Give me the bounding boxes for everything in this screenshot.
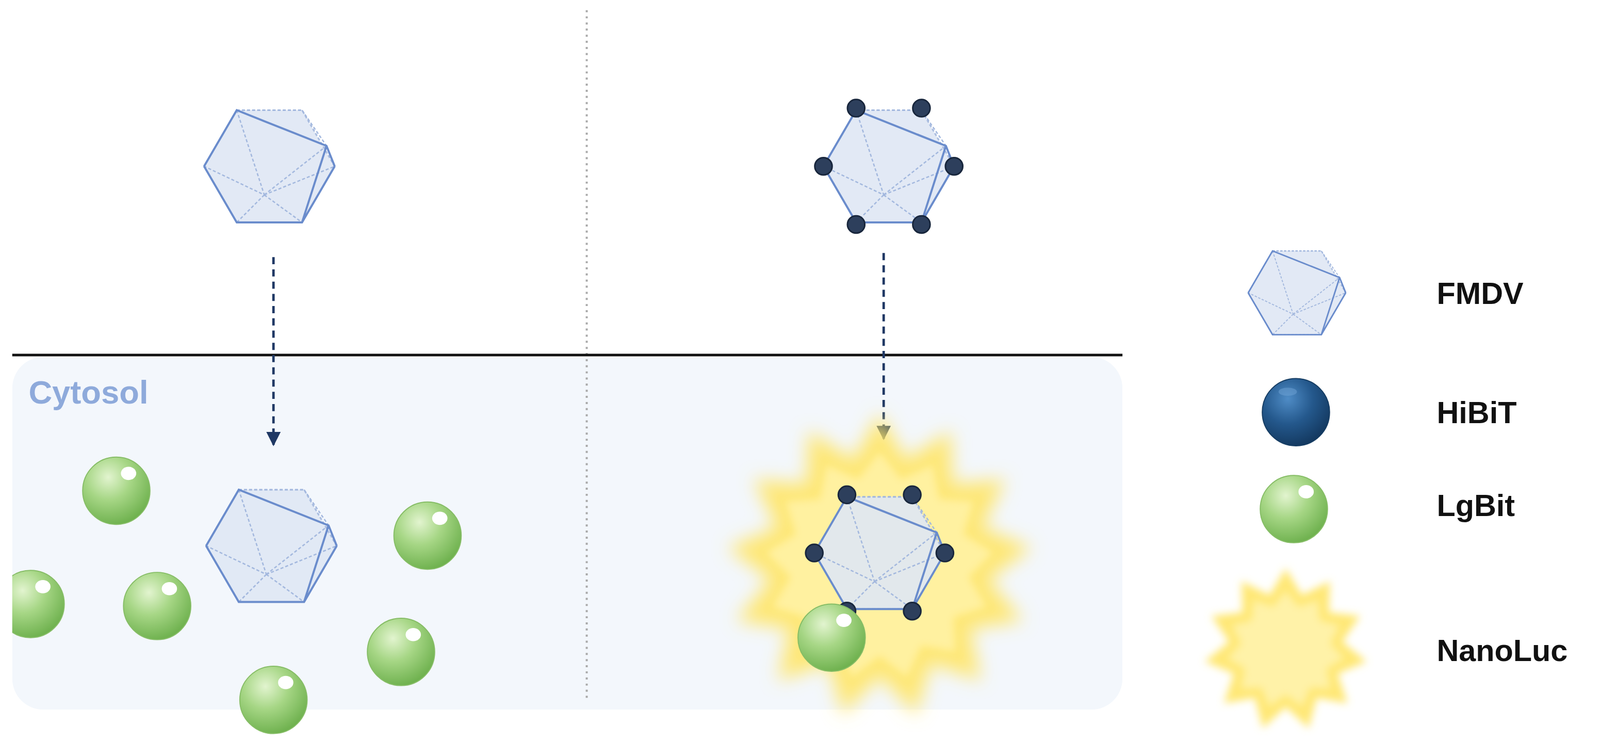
- entry-arrow: [272, 256, 275, 445]
- nanoluc-glow: [727, 413, 1032, 715]
- lgbit-sphere: [123, 572, 191, 640]
- lgbit-sphere: [12, 569, 65, 638]
- fmdv-virion: [204, 110, 335, 223]
- cell-membrane: [12, 353, 1123, 356]
- fmdv-virion: [206, 489, 337, 602]
- lgbit-sphere: [797, 603, 866, 671]
- lgbit-group: [12, 456, 462, 734]
- lgbit-sphere: [394, 501, 462, 569]
- lgbit-sphere: [82, 456, 151, 525]
- legend-label: HiBiT: [1436, 394, 1517, 431]
- legend-lgbit-icon: [1260, 475, 1328, 543]
- legend-fmdv-icon: [1248, 250, 1346, 335]
- legend-label: NanoLuc: [1436, 632, 1568, 668]
- nanoluc-glow: [765, 451, 993, 677]
- hibit-fmdv-virion: [814, 99, 963, 234]
- legend-nanoluc-icon: [1227, 590, 1345, 707]
- lgbit-sphere: [367, 617, 435, 685]
- lgbit-sphere: [239, 665, 308, 733]
- region-label: Cytosol: [28, 373, 149, 411]
- legend-label: LgBit: [1436, 487, 1515, 524]
- legend-nanoluc-icon: [1204, 567, 1367, 728]
- entry-arrow: [882, 252, 886, 439]
- legend-hibit-icon: [1262, 378, 1330, 446]
- legend-label: FMDV: [1436, 274, 1524, 311]
- hibit-fmdv-virion: [805, 485, 954, 620]
